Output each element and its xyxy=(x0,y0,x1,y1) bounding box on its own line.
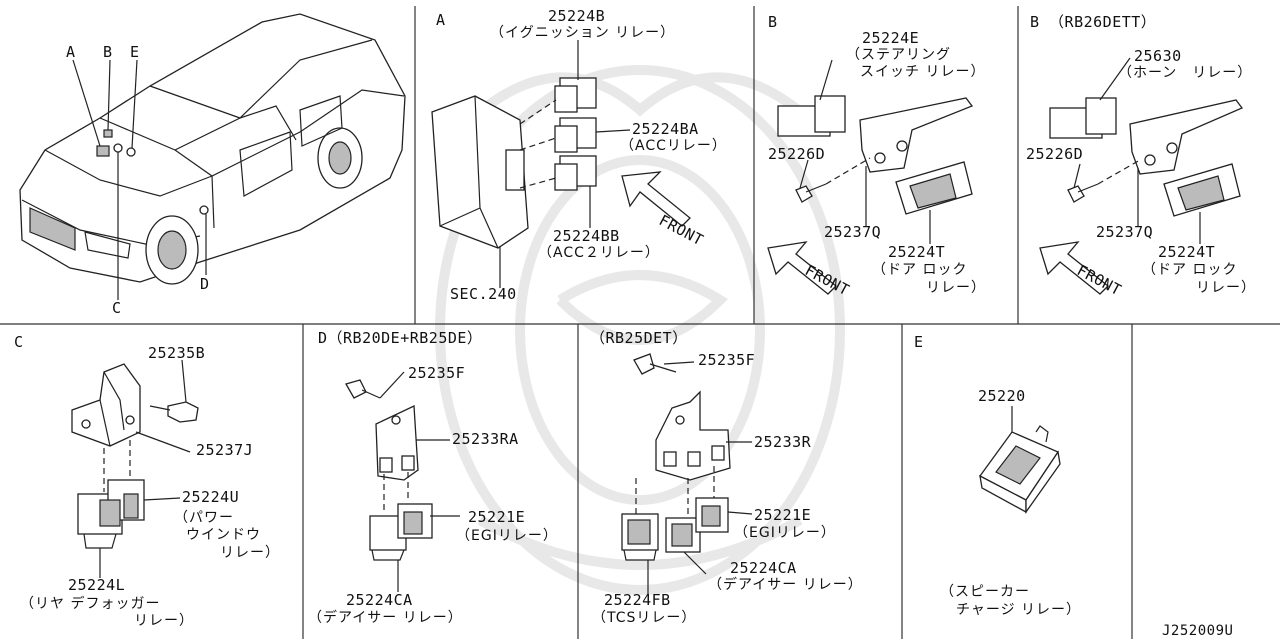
part-desc3-25224u: リレー） xyxy=(220,545,280,561)
car-callout-e: E xyxy=(130,43,140,61)
part-desc-25224fb: （TCSリレー） xyxy=(592,610,697,626)
panel-a-title: A xyxy=(436,11,446,29)
panel-b2-artwork xyxy=(1039,57,1244,295)
part-desc-25224e: （ステアリング xyxy=(846,47,951,63)
part-code-25224ca-d1: 25224CA xyxy=(346,591,413,609)
watermark-emblem xyxy=(435,65,845,595)
part-code-25235f-d1: 25235F xyxy=(408,364,466,382)
part-desc-25224u: （パワー xyxy=(174,510,234,526)
part-desc2-25224e: スイッチ リレー） xyxy=(860,64,986,80)
part-desc2-25220: チャージ リレー） xyxy=(956,602,1082,618)
part-desc-25630: （ホーン リレー） xyxy=(1118,65,1253,81)
part-code-25226d-b1: 25226D xyxy=(768,145,826,163)
panel-c-title: C xyxy=(14,333,24,351)
part-code-25224fb: 25224FB xyxy=(604,591,671,609)
panel-d1-artwork xyxy=(345,371,460,592)
part-code-sec240: SEC.240 xyxy=(450,285,517,303)
part-desc-25224l: （リヤ デフォッガー xyxy=(20,596,161,612)
part-desc-25221e-d2: （EGIリレー） xyxy=(734,525,836,541)
part-code-25221e-d1: 25221E xyxy=(468,508,526,526)
part-code-25237q-b2: 25237Q xyxy=(1096,223,1154,241)
part-code-25224u: 25224U xyxy=(182,488,240,506)
part-desc-25224ca-d2: （デアイサー リレー） xyxy=(708,577,863,593)
panel-b1-artwork xyxy=(767,59,974,295)
part-desc2-25224t-b1: リレー） xyxy=(926,280,986,296)
part-code-25237q-b1: 25237Q xyxy=(824,223,882,241)
panel-b1-title: B xyxy=(768,13,778,31)
panel-c-artwork xyxy=(71,359,199,578)
part-code-25224ca-d2: 25224CA xyxy=(730,559,797,577)
part-code-25224t-b1: 25224T xyxy=(888,243,946,261)
part-code-25233r: 25233R xyxy=(754,433,812,451)
car-callout-a: A xyxy=(66,43,76,61)
panel-e-title: E xyxy=(914,333,924,351)
part-code-25224l: 25224L xyxy=(68,576,126,594)
car-callout-d: D xyxy=(200,275,210,293)
part-desc-25224t-b1: （ドア ロック xyxy=(872,262,968,278)
part-code-25224b: 25224B xyxy=(548,7,606,25)
part-desc2-25224t-b2: リレー） xyxy=(1196,280,1256,296)
panel-a-artwork xyxy=(431,40,691,288)
part-code-25235b: 25235B xyxy=(148,344,206,362)
diagram-reference-code: J252009U xyxy=(1162,623,1234,639)
part-desc-25224t-b2: （ドア ロック xyxy=(1142,262,1238,278)
panel-d2-title: （RB25DET） xyxy=(590,329,688,347)
part-desc-25224ba: （ACCリレー） xyxy=(620,138,727,154)
car-illustration xyxy=(19,13,406,300)
panel-d2-artwork xyxy=(621,353,753,594)
part-code-25233ra: 25233RA xyxy=(452,430,519,448)
part-code-25224bb: 25224BB xyxy=(553,227,620,245)
car-callout-b: B xyxy=(103,43,113,61)
part-code-25224t-b2: 25224T xyxy=(1158,243,1216,261)
car-callout-c: C xyxy=(112,299,122,317)
part-code-25224e: 25224E xyxy=(862,29,920,47)
part-desc-25220: （スピーカー xyxy=(940,584,1030,600)
part-code-25630: 25630 xyxy=(1134,47,1182,65)
part-desc-25224ca-d1: （デアイサー リレー） xyxy=(308,610,463,626)
part-code-25224ba: 25224BA xyxy=(632,120,699,138)
part-desc2-25224l: リレー） xyxy=(134,613,194,629)
panel-b2-title: B （RB26DETT） xyxy=(1030,13,1157,31)
panel-d1-title: D（RB20DE+RB25DE） xyxy=(318,329,483,347)
part-code-25237j: 25237J xyxy=(196,441,254,459)
part-code-25235f-d2: 25235F xyxy=(698,351,756,369)
part-code-25220: 25220 xyxy=(978,387,1026,405)
part-desc-25224bb: （ACC２リレー） xyxy=(538,245,660,261)
part-desc-25221e-d1: （EGIリレー） xyxy=(456,528,558,544)
panel-frames xyxy=(0,6,1280,639)
part-code-25221e-d2: 25221E xyxy=(754,506,812,524)
part-desc2-25224u: ウインドウ xyxy=(186,527,261,543)
panel-e-artwork xyxy=(979,406,1061,515)
part-code-25226d-b2: 25226D xyxy=(1026,145,1084,163)
part-desc-25224b: （イグニッション リレー） xyxy=(490,25,676,41)
